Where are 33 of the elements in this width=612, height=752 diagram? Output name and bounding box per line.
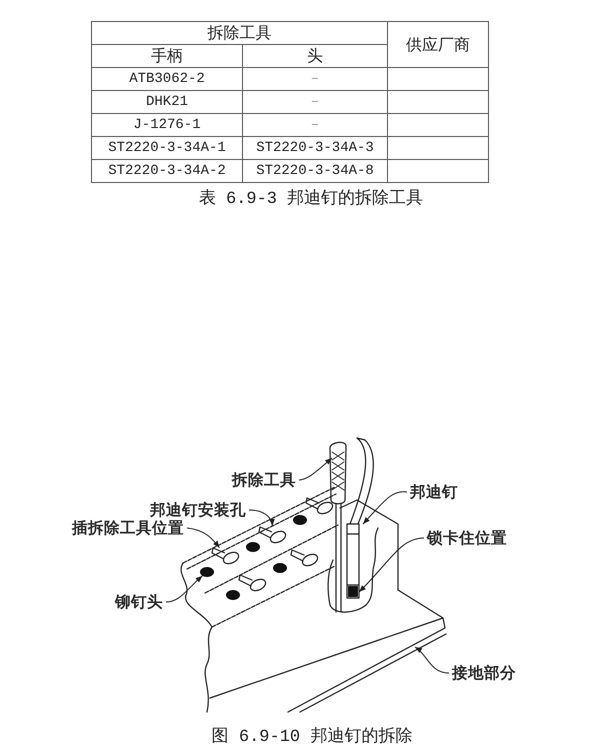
leader-line [414, 646, 450, 674]
table-cell: DHK21 [92, 90, 242, 114]
leader-line [166, 575, 203, 602]
table-cell: ST2220-3-34A-2 [92, 160, 242, 182]
table-cell: ST2220-3-34A-8 [242, 160, 388, 182]
leader-line [362, 491, 408, 524]
rivet-head [200, 567, 214, 577]
table-cell: ST2220-3-34A-1 [92, 136, 242, 160]
leader-line [248, 510, 274, 526]
header-cell: 头 [242, 44, 388, 68]
callout-label: 接地部分 [452, 664, 516, 682]
header-cell: 拆除工具 [92, 22, 388, 44]
keyhole-slot [211, 547, 240, 564]
header-cell: 手柄 [92, 44, 242, 68]
callout-label: 插拆除工具位置 [72, 519, 184, 537]
leader-line [358, 538, 424, 592]
callout-label: 邦迪钉 [410, 483, 458, 501]
table-caption: 表 6.9-3 邦迪钉的拆除工具 [198, 190, 424, 210]
table-cell: – [242, 90, 388, 114]
callout-label: 铆钉头 [115, 593, 163, 611]
table-cell: – [242, 68, 388, 90]
keyhole-slot [258, 526, 287, 543]
table-cell: – [242, 114, 388, 136]
figure-caption: 图 6.9-10 邦迪钉的拆除 [212, 728, 412, 748]
table-cell: ST2220-3-34A-3 [242, 136, 388, 160]
leader-line [186, 528, 220, 548]
header-cell: 供应厂商 [388, 22, 488, 68]
callout-label: 拆除工具 [232, 471, 296, 489]
leader-line [298, 458, 332, 480]
callout-label: 邦迪钉安装孔 [150, 501, 246, 519]
callout-label: 锁卡住位置 [427, 529, 507, 547]
table-cell: ATB3062-2 [92, 68, 242, 90]
table-cell: J-1276-1 [92, 114, 242, 136]
